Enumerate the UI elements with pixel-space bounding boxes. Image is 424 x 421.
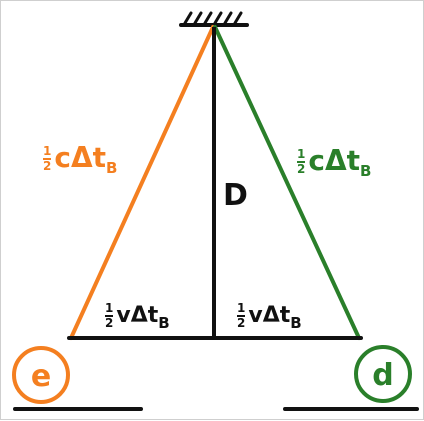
base-right-sub: B — [290, 314, 302, 332]
emitter-circle — [12, 346, 70, 404]
mirror-hatching — [183, 11, 243, 25]
left-path-label: 1 2 cΔtB — [43, 141, 117, 176]
base-right-text: vΔt — [248, 303, 291, 328]
left-path-fraction: 1 2 — [43, 144, 52, 173]
right-path-sub: B — [360, 162, 372, 180]
height-label: D — [223, 178, 248, 213]
base-left-sub: B — [158, 314, 170, 332]
left-path-text: cΔt — [54, 141, 107, 174]
light-path-right — [213, 25, 361, 340]
right-path-text: cΔt — [308, 144, 361, 177]
right-path-label: 1 2 cΔtB — [297, 144, 371, 179]
detector-label: d — [372, 358, 393, 393]
base-right-fraction: 1 2 — [237, 301, 246, 330]
base-left-text: vΔt — [116, 303, 159, 328]
base-left-fraction: 1 2 — [105, 301, 114, 330]
emitter-label: e — [31, 359, 51, 394]
base-left-label: 1 2 vΔtB — [105, 301, 170, 332]
left-path-sub: B — [106, 159, 118, 177]
light-path-left — [69, 25, 215, 340]
right-path-fraction: 1 2 — [297, 147, 306, 176]
base-right-label: 1 2 vΔtB — [237, 301, 302, 332]
detector-circle — [354, 345, 412, 403]
